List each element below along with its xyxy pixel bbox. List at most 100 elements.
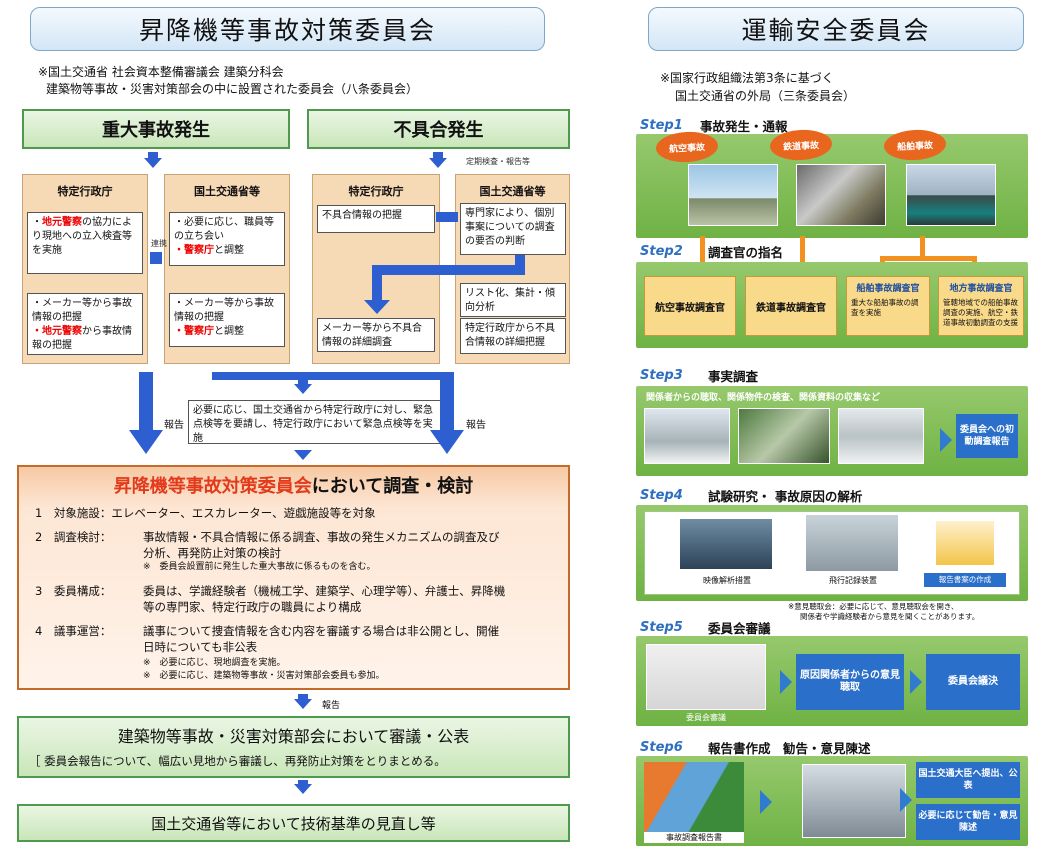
- box-maker-info-mlit: ・メーカー等から事故情報の把握・警察庁と調整: [169, 293, 285, 347]
- step3-panel: 関係者からの聴取、関係物件の検査、関係資料の収集など: [636, 386, 1028, 476]
- box-maker-info: ・メーカー等から事故情報の把握・地元警察から事故情報の把握: [27, 293, 143, 355]
- field-photo: [738, 408, 830, 464]
- box-malfunction-grasp: 不具合情報の把握: [317, 205, 435, 233]
- column-header: 国土交通省等: [194, 185, 260, 198]
- step5-label: Step5: [640, 620, 683, 635]
- report-label: 報告: [466, 420, 486, 431]
- down-arrow: [294, 699, 312, 709]
- item-4-label: 4 議事運営：: [35, 624, 112, 638]
- item-3-label: 3 委員構成：: [35, 584, 112, 598]
- step1-panel: [636, 134, 1028, 238]
- draft-report-illustration: [936, 521, 994, 565]
- step3-label: Step3: [640, 368, 683, 383]
- arrow-stem: [298, 378, 308, 384]
- step4-cap-2: 飛行記録装置: [829, 576, 877, 585]
- connector-arrow: [515, 255, 525, 275]
- step5-note-1: ※意見聴取会：必要に応じて、意見聴取会を開き、: [788, 602, 959, 611]
- video-analysis-photo: [680, 519, 772, 569]
- left-title: 昇降機等事故対策委員会: [30, 7, 545, 51]
- right-arrow: [760, 790, 772, 814]
- step2-title: 調査官の指名: [708, 245, 784, 260]
- box-expert-judgment: 専門家により、個別事案についての調査の要否の判断: [460, 203, 566, 255]
- step3-sub: 関係者からの聴取、関係物件の検査、関係資料の収集など: [646, 393, 881, 403]
- bottom-1-title: 建築物等事故・災害対策部会において審議・公表: [117, 727, 470, 746]
- bottom-1-sub: ［ 委員会報告について、幅広い見地から審議し、再発防止対策をとりまとめる。: [29, 754, 446, 768]
- item-4-note-1: ※ 必要に応じ、現地調査を実施。: [143, 658, 286, 668]
- ship-investigator-title: 船舶事故調査官: [856, 284, 920, 294]
- committee-decision-box: 委員会議決: [926, 654, 1020, 710]
- box-maker-detail: メーカー等から不具合情報の詳細調査: [317, 318, 435, 352]
- right-arrow: [900, 788, 912, 812]
- step6-cap: 事故調査報告書: [644, 832, 744, 843]
- box-list-analysis: リスト化、集計・傾向分析: [460, 283, 566, 317]
- right-title: 運輸安全委員会: [648, 7, 1024, 51]
- step4-label: Step4: [640, 488, 683, 503]
- step5-title: 委員会審議: [708, 621, 771, 636]
- arrow-stem: [148, 152, 158, 158]
- connector: [700, 236, 705, 278]
- merge-bar: [212, 372, 442, 380]
- right-arrow: [940, 428, 952, 452]
- big-down-arrow: [129, 372, 163, 454]
- field-photo: [838, 408, 924, 464]
- item-4-text-2: 日時についても非公表: [143, 640, 258, 654]
- left-note-2: 建築物等事故・災害対策部会の中に設置された委員会（八条委員会）: [46, 82, 419, 96]
- item-2-label: 2 調査検討：: [35, 530, 112, 544]
- step4-cap-1: 映像解析措置: [703, 576, 751, 585]
- link-arrow: [150, 252, 162, 264]
- down-arrow: [429, 158, 447, 168]
- down-arrow: [364, 300, 390, 314]
- technical-standard-box: 国土交通省等において技術基準の見直し等: [17, 804, 570, 842]
- local-investigator: 地方事故調査官 管轄地域での船舶事故調査の実施、航空・鉄道事故初動調査の支援: [938, 276, 1024, 336]
- item-2-note: ※ 委員会設置前に発生した重大事故に係るものを含む。: [143, 562, 376, 572]
- link-label: 連携: [151, 239, 167, 248]
- item-3-text-2: 等の専門家、特定行政庁の職員により構成: [143, 600, 362, 614]
- arrow-stem: [433, 152, 443, 158]
- main-heading: 昇降機等事故対策委員会において調査・検討: [113, 476, 474, 497]
- column-header: 特定行政庁: [348, 185, 404, 198]
- step4-panel: 映像解析措置 飛行記録装置 報告書案の作成: [636, 505, 1028, 601]
- down-arrow: [144, 158, 162, 168]
- item-2-text-2: 分析、再発防止対策の検討: [143, 546, 281, 560]
- item-3-text-1: 委員は、学識経験者（機械工学、建築学、心理学等）、弁護士、昇降機: [143, 584, 506, 598]
- periodic-inspection-label: 定期検査・報告等: [466, 157, 530, 166]
- connector-arrow: [436, 212, 458, 222]
- box-agency-detail: 特定行政庁から不具合情報の詳細把握: [460, 318, 566, 354]
- right-note-2: 国土交通省の外局（三条委員会）: [675, 89, 856, 103]
- ship-photo: [906, 164, 996, 226]
- down-arrow: [294, 384, 312, 394]
- left-note-1: ※国土交通省 社会資本整備審議会 建築分科会: [38, 65, 284, 79]
- committee-main-box: 昇降機等事故対策委員会において調査・検討 1 対象施設：エレベーター、エスカレー…: [17, 465, 570, 690]
- malfunction-box: 不具合発生: [307, 109, 570, 149]
- step5-cap: 委員会審議: [686, 713, 726, 722]
- step6-title: 報告書作成 勧告・意見陳述: [708, 741, 871, 756]
- column-header: 特定行政庁: [57, 185, 113, 198]
- step4-cap-3: 報告書案の作成: [924, 573, 1006, 587]
- local-investigator-sub: 管轄地域での船舶事故調査の実施、航空・鉄道事故初動調査の支援: [943, 298, 1018, 327]
- building-accident-committee-box: 建築物等事故・災害対策部会において審議・公表 ［ 委員会報告について、幅広い見地…: [17, 716, 570, 778]
- submission-photo: [802, 764, 906, 838]
- box-staff-attendance: ・必要に応じ、職員等の立ち会い・警察庁と調整: [169, 212, 285, 266]
- flight-recorder-photo: [806, 515, 898, 571]
- railway-photo: [796, 164, 886, 226]
- item-2-text-1: 事故情報・不具合情報に係る調査、事故の発生メカニズムの調査及び: [143, 530, 500, 544]
- item-4-text-1: 議事について捜査情報を含む内容を審議する場合は非公開とし、開催: [143, 624, 500, 638]
- connector: [920, 236, 925, 260]
- right-note-1: ※国家行政組織法第3条に基づく: [660, 71, 834, 85]
- step1-label: Step1: [640, 118, 683, 133]
- right-arrow: [780, 670, 792, 694]
- report-label: 報告: [322, 701, 341, 711]
- aircraft-photo: [688, 164, 778, 226]
- ship-investigator-sub: 重大な船舶事故の調査を実施: [851, 298, 919, 317]
- step6-label: Step6: [640, 740, 683, 755]
- committee-photo: [646, 644, 766, 710]
- connector-arrow: [372, 265, 516, 275]
- submit-to-minister-box: 国土交通大臣へ提出、公表: [916, 762, 1020, 798]
- column-header: 国土交通省等: [479, 185, 546, 198]
- step4-title: 試験研究・ 事故原因の解析: [708, 489, 863, 504]
- item-4-note-2: ※ 必要に応じ、建築物等事故・災害対策部会委員も参加。: [143, 671, 385, 681]
- air-investigator: 航空事故調査官: [644, 276, 736, 336]
- step3-title: 事実調査: [708, 369, 759, 384]
- big-down-arrow: [430, 372, 464, 454]
- report-books-illustration: [644, 762, 744, 832]
